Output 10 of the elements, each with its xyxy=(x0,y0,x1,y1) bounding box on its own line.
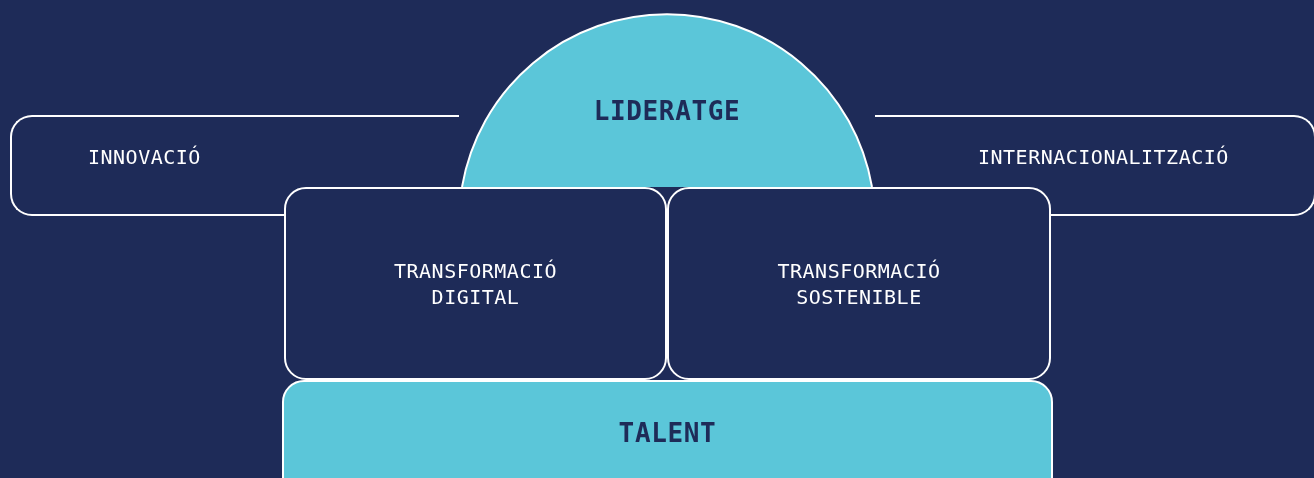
base-bar xyxy=(282,380,1053,478)
dome-shape xyxy=(459,12,875,187)
dome-label: LIDERATGE xyxy=(593,95,741,128)
pillar-label: INTERNACIONALITZACIÓ xyxy=(978,144,1229,171)
pillar-label: TRANSFORMACIÓ SOSTENIBLE xyxy=(776,257,942,310)
pillar-box xyxy=(284,187,667,380)
pillar-label: TRANSFORMACIÓ DIGITAL xyxy=(392,257,558,310)
pillar-box xyxy=(667,187,1051,380)
pillar-label: INNOVACIÓ xyxy=(88,144,201,171)
base-label: TALENT xyxy=(618,417,717,450)
